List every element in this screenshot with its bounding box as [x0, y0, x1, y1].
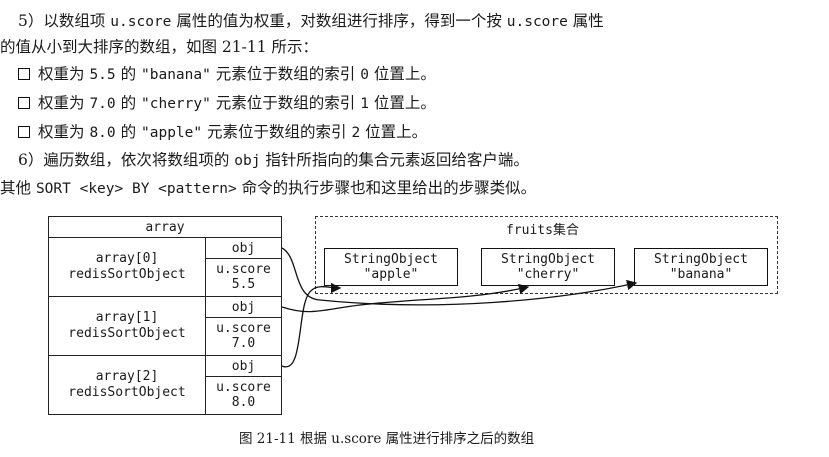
text-segment: 命令的执行步骤也和这里给出的步骤类似。: [236, 179, 537, 197]
string-object-cherry: StringObject "cherry": [481, 248, 615, 286]
string-object-apple: StringObject "apple": [324, 248, 458, 286]
array-element-2: array[2] redisSortObject: [48, 355, 282, 415]
object-type: StringObject: [344, 252, 438, 267]
code-span: "apple": [141, 125, 203, 141]
code-span: u.score: [506, 14, 568, 30]
array-element-label: array[2] redisSortObject: [49, 356, 205, 414]
code-span: obj: [234, 153, 261, 169]
checkbox-icon: [18, 68, 30, 80]
score-cell: u.score 8.0: [205, 376, 282, 415]
bullet-item: 权重为 8.0 的 "apple" 元素位于数组的索引 2 位置上。: [18, 121, 427, 144]
paragraph-other-commands: 其他 SORT <key> BY <pattern> 命令的执行步骤也和这里给出…: [0, 176, 536, 201]
text-segment: 其他: [0, 179, 36, 197]
text-segment: 权重为: [38, 94, 90, 112]
object-value: "banana": [669, 267, 733, 282]
text-segment: 元素位于数组的索引: [210, 94, 361, 112]
text-segment: 权重为: [38, 123, 90, 141]
text-segment: 元素位于数组的索引: [210, 65, 361, 83]
code-span: "cherry": [141, 96, 211, 112]
bullet-item: 权重为 7.0 的 "cherry" 元素位于数组的索引 1 位置上。: [18, 92, 436, 115]
text-segment: 属性的值为权重，对数组进行排序，得到一个按: [171, 12, 507, 30]
text-segment: 的: [115, 65, 141, 83]
string-object-banana: StringObject "banana": [634, 248, 768, 286]
code-span: "banana": [141, 67, 211, 83]
text-segment: 位置上。: [368, 94, 436, 112]
object-value: "cherry": [516, 267, 580, 282]
bullet-item: 权重为 5.5 的 "banana" 元素位于数组的索引 0 位置上。: [18, 63, 436, 86]
score-value: 7.0: [231, 336, 256, 351]
paragraph-step5-continued: 的值从小到大排序的数组，如图 21-11 所示：: [0, 38, 319, 56]
score-key: u.score: [216, 380, 271, 395]
text-segment: 指针所指向的集合元素返回给客户端。: [260, 151, 529, 169]
type-label: redisSortObject: [68, 326, 186, 341]
object-type: StringObject: [501, 252, 595, 267]
score-value: 8.0: [231, 395, 256, 410]
text-segment: 位置上。: [368, 65, 436, 83]
index-label: array[1]: [95, 310, 159, 325]
code-span: 7.0: [89, 96, 116, 112]
checkbox-icon: [18, 126, 30, 138]
score-cell: u.score 7.0: [205, 317, 282, 356]
code-span: u.score: [110, 14, 172, 30]
score-key: u.score: [216, 321, 271, 336]
index-label: array[0]: [95, 251, 159, 266]
paragraph-step6: 6）遍历数组，依次将数组项的 obj 指针所指向的集合元素返回给客户端。: [18, 148, 529, 173]
array-element-label: array[0] redisSortObject: [49, 238, 205, 296]
object-type: StringObject: [654, 252, 748, 267]
text-segment: 权重为: [38, 65, 90, 83]
text-segment: 5）以数组项: [18, 12, 111, 30]
score-value: 5.5: [231, 277, 256, 292]
code-span: SORT <key> BY <pattern>: [35, 181, 237, 197]
text-segment: 的: [115, 123, 141, 141]
score-key: u.score: [216, 262, 271, 277]
code-span: 0: [360, 67, 369, 83]
checkbox-icon: [18, 97, 30, 109]
figure-caption: 图 21-11 根据 u.score 属性进行排序之后的数组: [239, 431, 535, 447]
type-label: redisSortObject: [68, 267, 186, 282]
set-title: fruits集合: [506, 223, 579, 238]
score-cell: u.score 5.5: [205, 258, 282, 297]
text-segment: 位置上。: [360, 123, 428, 141]
array-element-label: array[1] redisSortObject: [49, 297, 205, 355]
text-segment: 元素位于数组的索引: [202, 123, 352, 141]
type-label: redisSortObject: [68, 385, 186, 400]
code-span: 1: [360, 96, 369, 112]
index-label: array[2]: [95, 369, 159, 384]
pointer-arrow-0: [281, 247, 638, 306]
text-segment: 6）遍历数组，依次将数组项的: [18, 151, 235, 169]
pointer-arrow-2: [281, 282, 342, 368]
fruits-set-container: [315, 216, 778, 294]
pointer-arrow-1: [281, 283, 530, 313]
text-segment: 属性: [567, 12, 604, 30]
paragraph-step5: 5）以数组项 u.score 属性的值为权重，对数组进行排序，得到一个按 u.s…: [18, 9, 604, 34]
code-span: 5.5: [89, 67, 116, 83]
code-span: 2: [351, 125, 361, 141]
code-span: 8.0: [89, 125, 116, 141]
object-value: "apple": [363, 267, 419, 282]
text-segment: 的: [115, 94, 141, 112]
